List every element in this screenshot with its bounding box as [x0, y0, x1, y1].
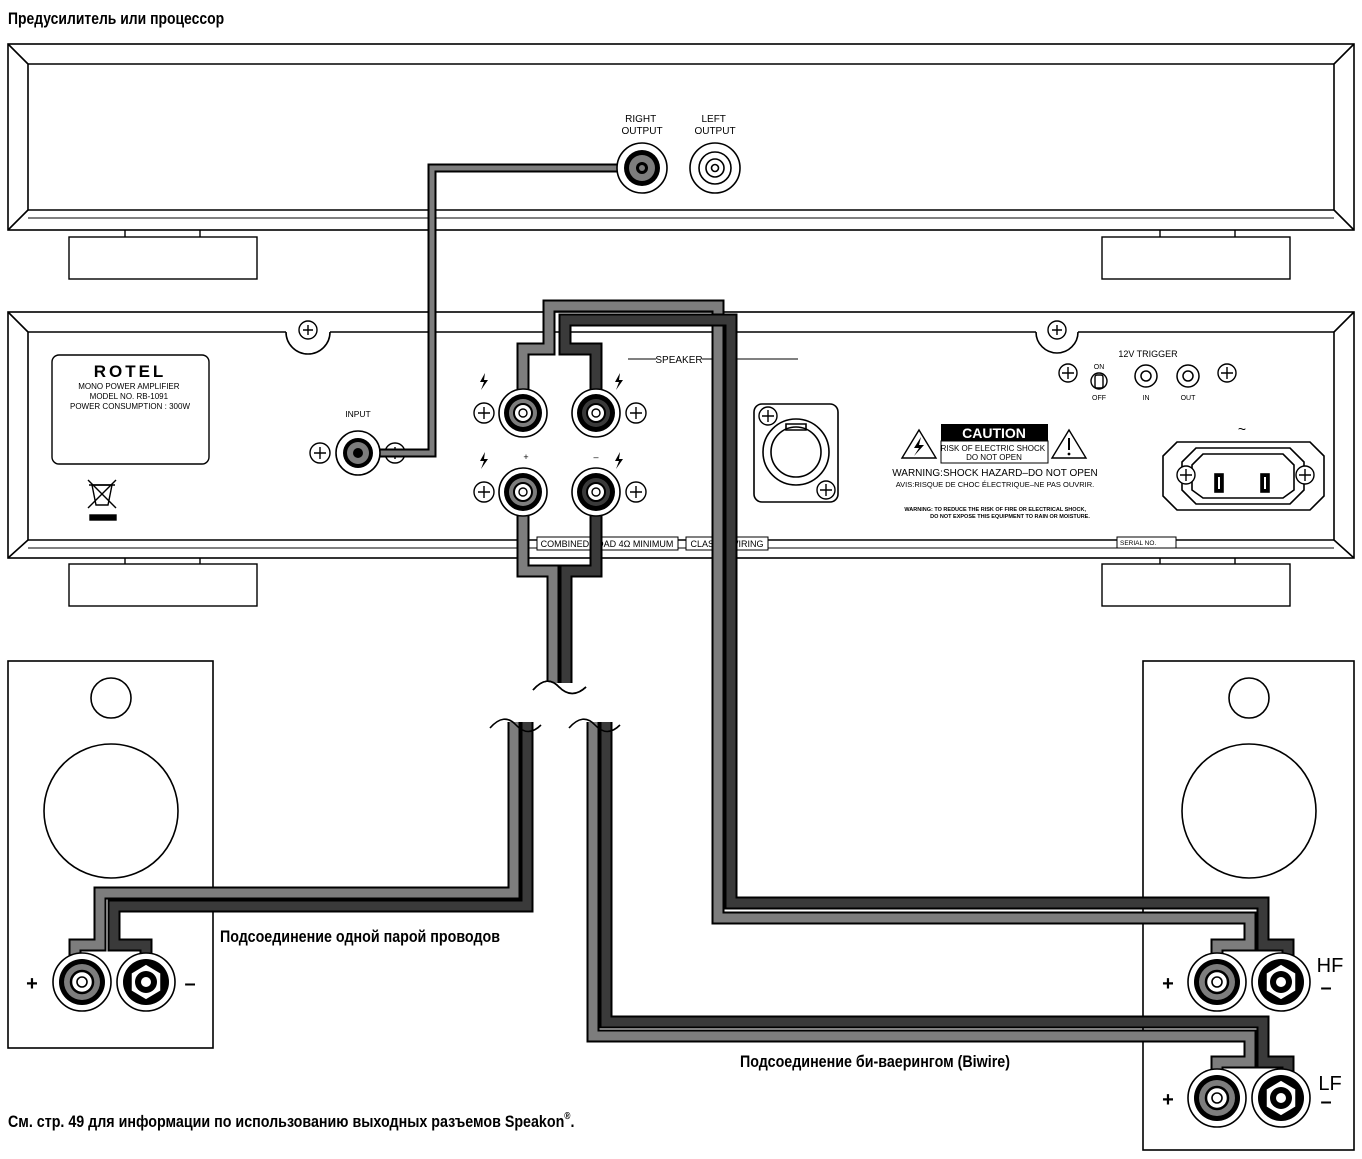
right-lf-plus-label: +: [1162, 1089, 1174, 1111]
right-output-label: RIGHT OUTPUT: [621, 114, 662, 137]
right-hf-plus-label: +: [1162, 973, 1174, 995]
preamp-unit: [7, 43, 1355, 231]
serial-box: SERIAL NO.: [1116, 536, 1177, 549]
svg-text:IN: IN: [1143, 395, 1150, 402]
speakon-socket[interactable]: [753, 403, 839, 503]
cables: [68, 163, 1295, 1098]
svg-text:OFF: OFF: [1092, 395, 1106, 402]
minus-mark: –: [593, 452, 598, 462]
svg-text:RISK OF ELECTRIC SHOCK D: RISK OF ELECTRIC SHOCK DO NOT OPEN: [941, 444, 1048, 462]
biwire-cable: [586, 722, 1257, 1098]
biwire-caption: Подсоединение би-ваерингом (Biwire): [740, 1053, 1010, 1071]
cable-break: [489, 680, 621, 733]
lf-label: LF: [1318, 1073, 1341, 1095]
svg-text:WARNING: TO REDUCE THE RISK OF: WARNING: TO REDUCE THE RISK OF FIRE OR E…: [904, 507, 1090, 520]
amplifier-unit: [7, 311, 1355, 559]
weee-bin-icon: [87, 479, 117, 521]
input-label: INPUT: [345, 409, 371, 419]
screw-icon: [1058, 363, 1237, 383]
left-minus-label: –: [184, 973, 195, 995]
lightning-icons: [480, 373, 623, 469]
svg-text:COMBINED LOAD 4Ω MINIMUM: COMBINED LOAD 4Ω MINIMUM: [541, 539, 674, 549]
left-plus-label: +: [26, 973, 38, 995]
svg-text:WARNING:SHOCK HAZARD–DO NOT OP: WARNING:SHOCK HAZARD–DO NOT OPEN: [892, 468, 1098, 479]
preamp-feet: [68, 230, 1291, 280]
footnote: См. стр. 49 для информации по использова…: [8, 1110, 574, 1131]
right-output-jack[interactable]: [616, 142, 668, 194]
svg-text:AVIS:RISQUE DE CHOC ÉLECTRIQUE: AVIS:RISQUE DE CHOC ÉLECTRIQUE–NE PAS OU…: [896, 480, 1095, 489]
svg-text:SERIAL NO.: SERIAL NO.: [1120, 540, 1156, 547]
right-speaker-lf-minus[interactable]: [1251, 1068, 1311, 1128]
left-speaker-terminal-plus[interactable]: [52, 952, 112, 1012]
right-speaker-lf-plus[interactable]: [1187, 1068, 1247, 1128]
rating-label: ROTEL MONO POWER AMPLIFIER MODEL NO. RB-…: [51, 354, 210, 465]
trigger-in-jack[interactable]: [1134, 364, 1158, 388]
single-wire-caption: Подсоединение одной парой проводов: [220, 928, 500, 946]
left-output-label: LEFT OUTPUT: [694, 114, 735, 137]
screw-icon: [1176, 465, 1315, 485]
left-speaker-terminal-minus[interactable]: [116, 952, 176, 1012]
amplifier-feet: [68, 558, 1291, 607]
trigger-switch[interactable]: [1090, 372, 1108, 390]
input-jack[interactable]: [335, 430, 381, 476]
amp-terminal-plus-bottom[interactable]: [498, 467, 548, 517]
screw-icon: [758, 406, 836, 500]
svg-text:OUT: OUT: [1181, 395, 1197, 402]
brand-logo: ROTEL: [94, 362, 167, 381]
amp-terminal-plus-top[interactable]: [498, 388, 548, 438]
lf-minus-label: –: [1320, 1091, 1331, 1113]
caution-block: CAUTION RISK OF ELECTRIC SHOCK DO NOT OP…: [892, 424, 1098, 520]
svg-text:MONO POWER AMPLIFIER MOD: MONO POWER AMPLIFIER MODEL NO. RB-1091 P…: [70, 382, 190, 411]
hf-minus-label: –: [1320, 977, 1331, 999]
plus-mark: +: [523, 452, 528, 462]
trigger-out-jack[interactable]: [1176, 364, 1200, 388]
amp-terminal-minus-bottom[interactable]: [571, 467, 621, 517]
terminal-screws: [473, 402, 647, 503]
amp-terminal-minus-top[interactable]: [571, 388, 621, 438]
page-title: Предусилитель или процессор: [8, 10, 224, 29]
hf-label: HF: [1317, 955, 1344, 977]
svg-text:CAUTION: CAUTION: [962, 425, 1026, 441]
speaker-left: [7, 660, 214, 1049]
svg-text:12V TRIGGER: 12V TRIGGER: [1118, 349, 1178, 359]
right-speaker-hf-minus[interactable]: [1251, 952, 1311, 1012]
trigger-section: 12V TRIGGER ON OFF IN OUT: [1092, 349, 1196, 402]
screw-icon: [298, 320, 1067, 340]
svg-text:SPEAKER: SPEAKER: [655, 355, 702, 366]
left-output-jack[interactable]: [689, 142, 741, 194]
svg-text:ON: ON: [1094, 364, 1105, 371]
right-speaker-hf-plus[interactable]: [1187, 952, 1247, 1012]
ac-symbol: ~: [1238, 421, 1246, 437]
